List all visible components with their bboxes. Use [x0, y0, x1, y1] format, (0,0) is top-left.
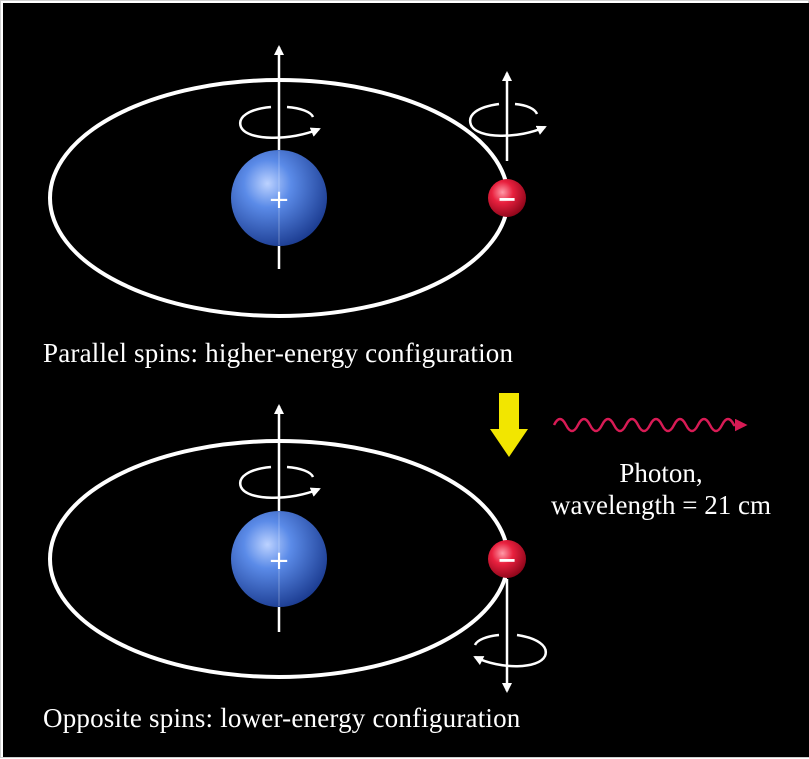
diagram-panel	[3, 3, 809, 757]
bottom-electron-symbol: −	[497, 546, 517, 574]
top-electron-symbol: −	[497, 185, 517, 213]
transition	[490, 393, 748, 457]
transition-down-arrow	[490, 393, 528, 457]
bottom-proton-symbol: +	[268, 546, 290, 576]
photon-label-line1: Photon,	[619, 458, 703, 488]
bottom-proton-rotation-arc-back	[286, 465, 315, 478]
top-proton-symbol: +	[268, 185, 290, 215]
top-electron-rotation-arc-back	[514, 102, 539, 115]
bottom-caption: Opposite spins: lower-energy configurati…	[43, 703, 521, 733]
bottom-electron-rotation-arrow	[473, 633, 547, 668]
photon-label: Photon, wavelength = 21 cm	[516, 457, 806, 521]
photon-label-line2: wavelength = 21 cm	[551, 490, 771, 520]
bottom-configuration: + −	[48, 404, 547, 693]
bottom-proton	[231, 511, 327, 607]
top-proton-rotation-arrow	[239, 105, 321, 139]
photon-wave	[552, 417, 748, 433]
top-electron	[488, 179, 526, 217]
top-caption: Parallel spins: higher-energy configurat…	[43, 338, 514, 368]
top-proton	[231, 150, 327, 246]
top-proton-rotation-arc-back	[286, 105, 315, 118]
bottom-proton-rotation-arrow	[239, 465, 321, 499]
bottom-electron	[488, 540, 526, 578]
top-configuration: + −	[48, 45, 547, 318]
top-electron-rotation-arrow	[468, 102, 547, 137]
bottom-electron-rotation-arc-back	[473, 633, 500, 646]
